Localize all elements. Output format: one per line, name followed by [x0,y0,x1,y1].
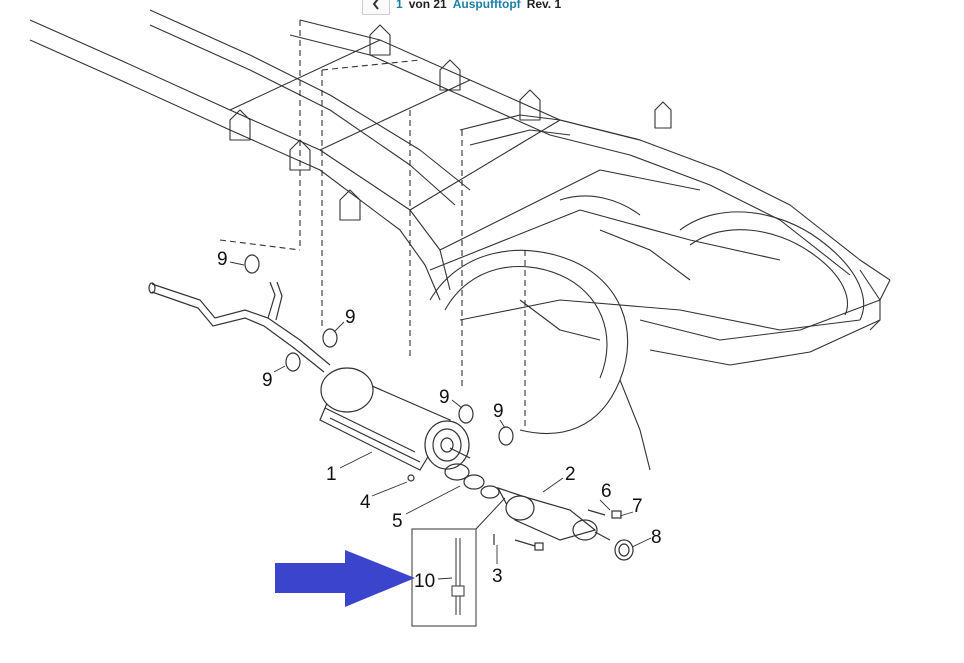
callout-9-d: 9 [439,387,450,408]
callout-9-e: 9 [493,401,504,422]
leader-lines [229,261,652,580]
page-header: 1 von 21 Auspufftopf Rev. 1 [362,0,562,15]
highlight-arrow [275,550,415,607]
callout-5: 5 [392,511,403,532]
fasteners [407,474,634,561]
callout-8: 8 [651,527,662,548]
callout-9-c: 9 [262,370,273,391]
muffler [319,367,471,471]
callout-10: 10 [414,571,435,592]
page-total: von 21 [408,0,447,11]
section-link[interactable]: Auspufftopf [452,0,521,11]
callouts: 1 2 3 4 5 6 7 8 9 9 9 9 9 10 [217,249,662,592]
catalyst-assembly [444,463,611,541]
callout-9-a: 9 [217,249,228,270]
exhaust-pipe [148,281,331,373]
page-current: 1 [396,0,403,11]
callout-4: 4 [360,492,371,513]
callout-3: 3 [492,566,503,587]
back-button[interactable] [362,0,390,15]
chassis-frame [29,9,891,471]
rubber-hangers [244,254,514,446]
revision-label: Rev. 1 [526,0,562,11]
chevron-left-icon [372,0,379,10]
sensor-inset [411,497,506,627]
callout-2: 2 [565,464,576,485]
callout-7: 7 [632,496,643,517]
callout-1: 1 [326,464,337,485]
callout-6: 6 [601,481,612,502]
callout-9-b: 9 [345,307,356,328]
